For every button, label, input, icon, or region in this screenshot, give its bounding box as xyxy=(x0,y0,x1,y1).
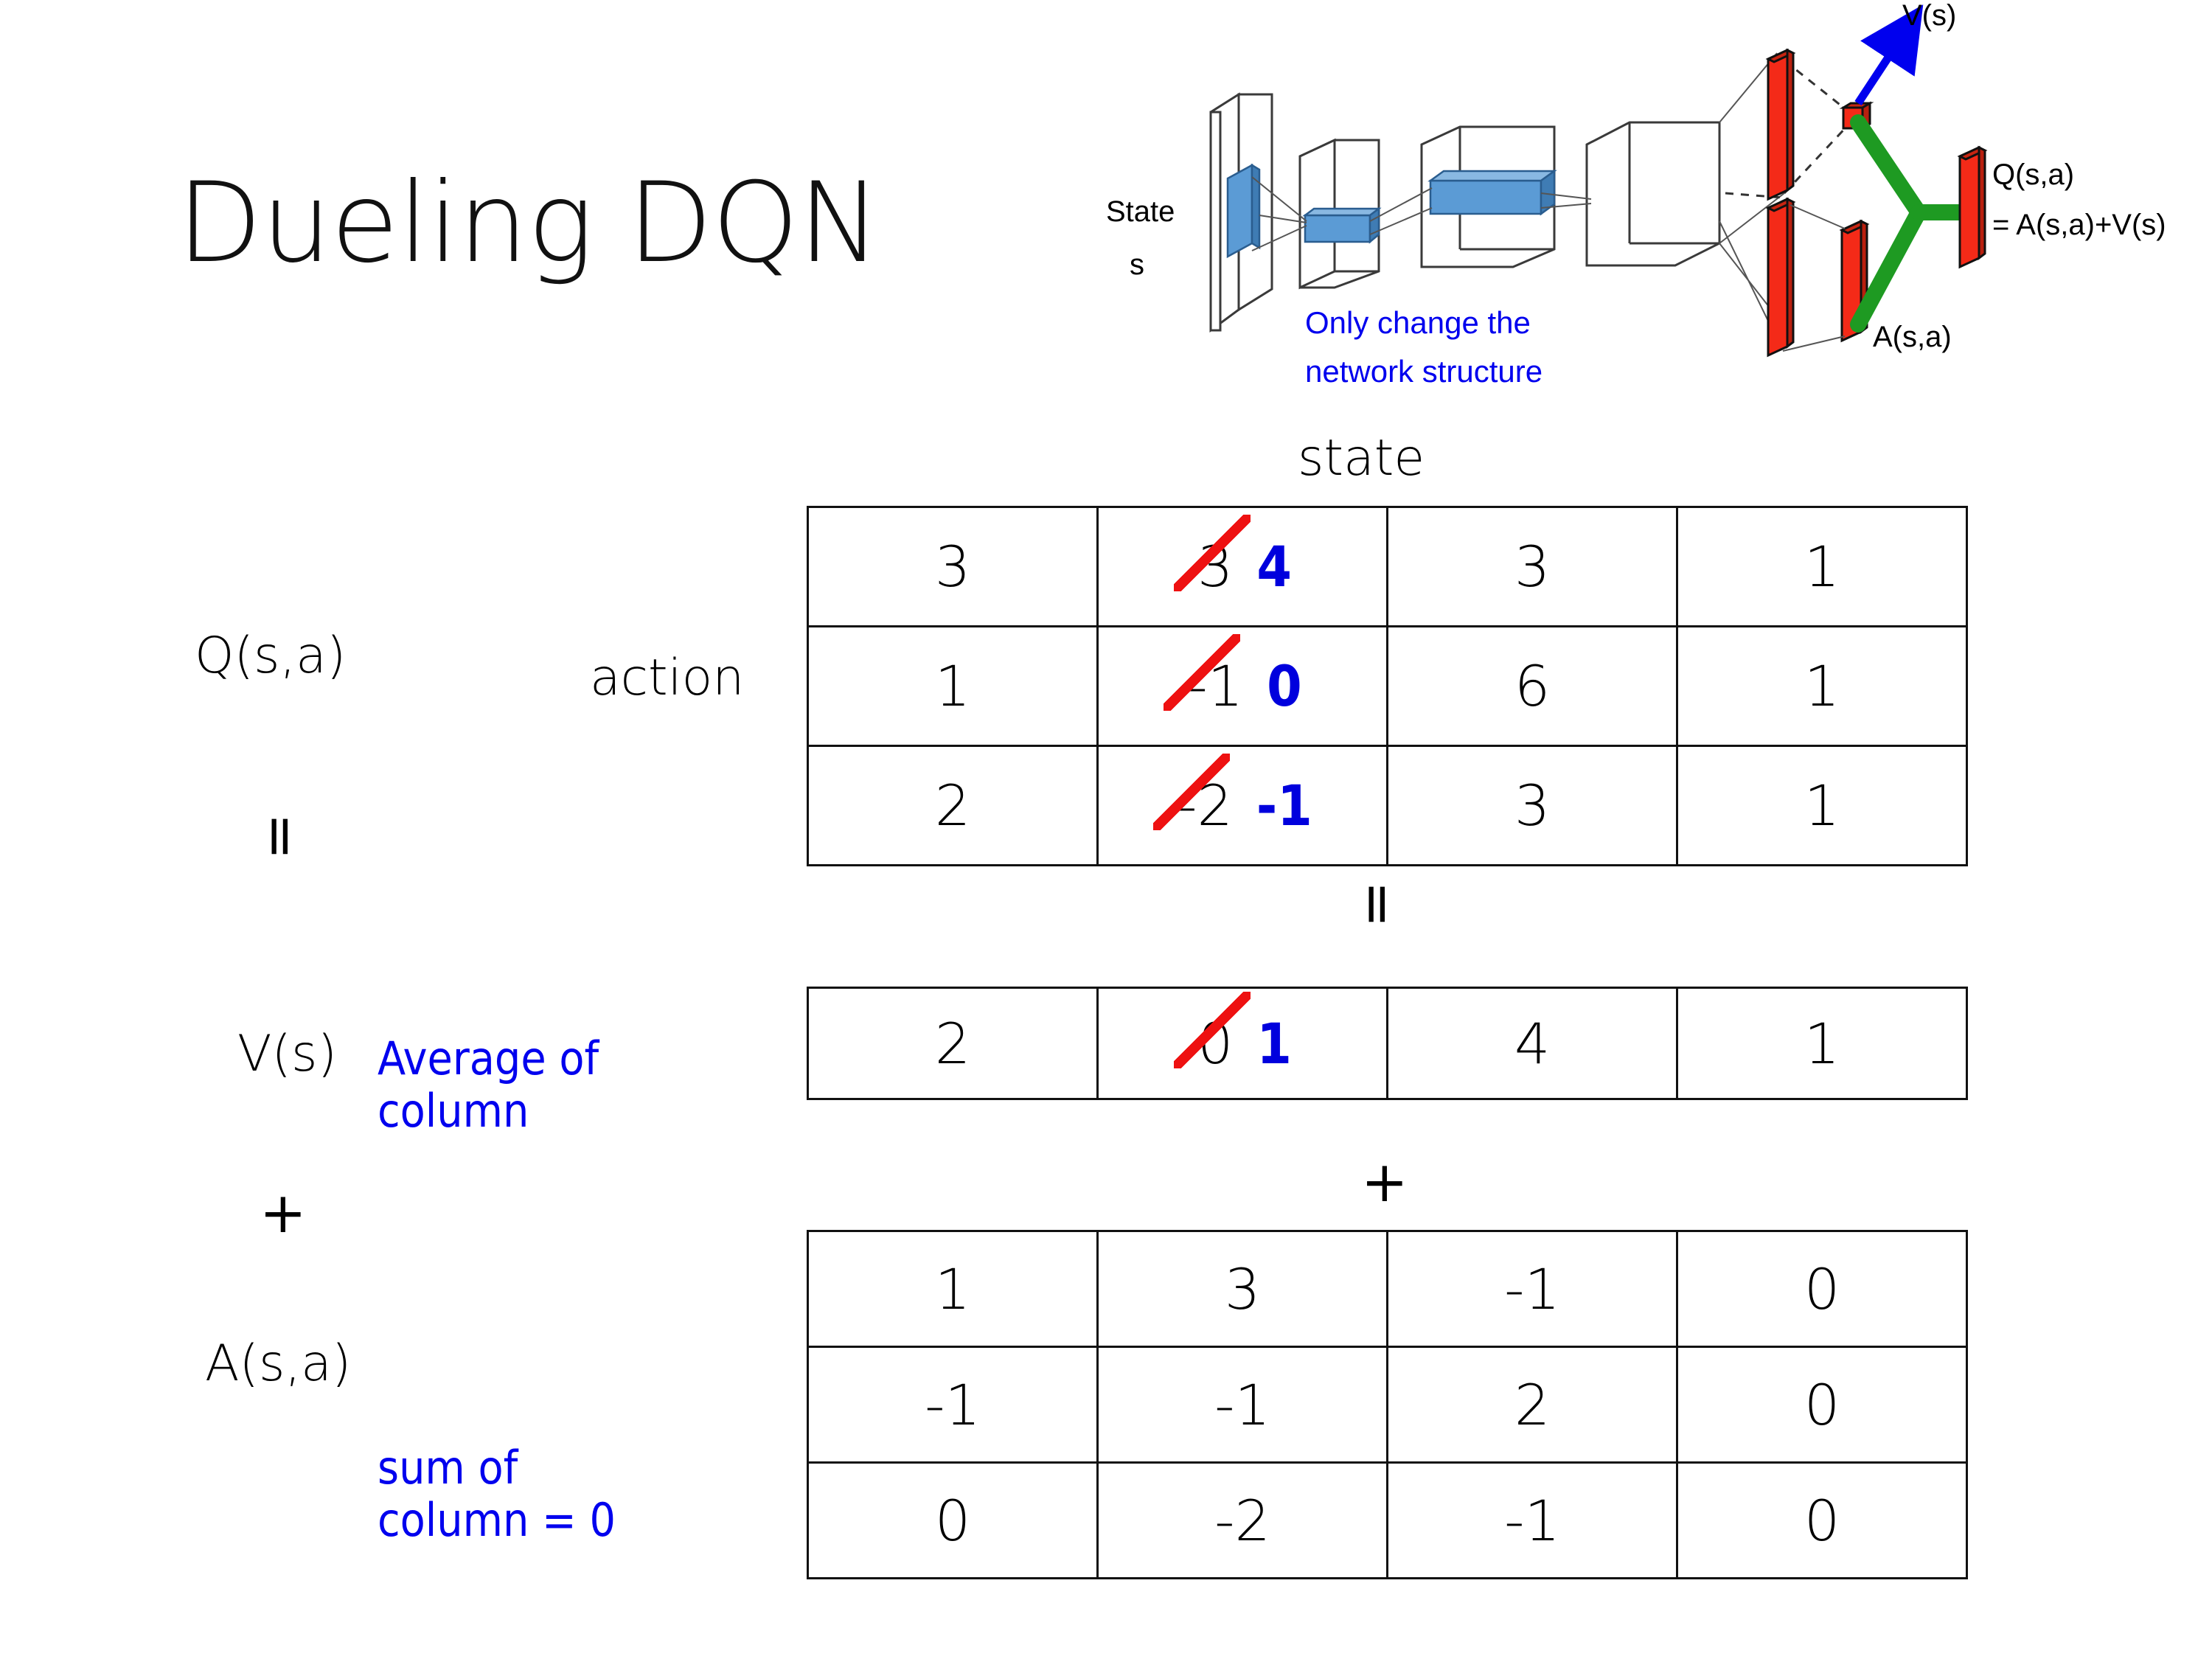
value-output-arrow-icon xyxy=(1854,4,1924,106)
corrected-cell: -1 0 xyxy=(1164,634,1302,719)
q-table-body: 3 3 4 3 1 1 -1 0 6 1 2 xyxy=(807,506,1968,866)
sum-note-line2: column = 0 xyxy=(378,1493,616,1548)
connection-lines xyxy=(1251,176,1592,251)
a-cell-r2c0: 0 xyxy=(807,1461,1099,1579)
input-label-line1: State xyxy=(1106,195,1175,228)
average-note-line1: Average of xyxy=(378,1032,599,1085)
v-table-body: 2 0 1 4 1 xyxy=(807,987,1968,1100)
diagram-note-line1: Only change the xyxy=(1305,305,1531,340)
new-value: 0 xyxy=(1267,653,1302,719)
average-note: Average of column xyxy=(378,1032,599,1138)
a-cell-r0c1: 3 xyxy=(1096,1230,1388,1348)
dueling-network-diagram: V(s) A(s,a) Q(s,a) xyxy=(1091,0,2212,413)
v-cell-c0: 2 xyxy=(807,987,1099,1100)
conv-block-3-icon xyxy=(1585,121,1721,267)
plus-sign-left: + xyxy=(260,1180,307,1245)
a-cell-r0c0: 1 xyxy=(807,1230,1099,1348)
q-cell-r2c0: 2 xyxy=(807,745,1099,866)
a-cell-r0c3: 0 xyxy=(1676,1230,1968,1348)
a-cell-r1c2: 2 xyxy=(1386,1346,1678,1464)
sum-note: sum of column = 0 xyxy=(378,1441,616,1547)
v-function-label: V(s) xyxy=(237,1025,338,1083)
sum-note-line1: sum of xyxy=(378,1441,518,1495)
table-row: 3 3 4 3 1 xyxy=(807,506,1968,627)
a-cell-r2c2: -1 xyxy=(1386,1461,1678,1579)
new-value: -1 xyxy=(1256,773,1312,838)
table-row: 0 -2 -1 0 xyxy=(807,1461,1968,1579)
table-row: 1 3 -1 0 xyxy=(807,1230,1968,1348)
table-row: -1 -1 2 0 xyxy=(807,1346,1968,1464)
old-value: -1 xyxy=(1164,634,1248,719)
v-cell-c1: 0 1 xyxy=(1096,987,1388,1100)
a-cell-r1c0: -1 xyxy=(807,1346,1099,1464)
table-row: 2 0 1 4 1 xyxy=(807,987,1968,1100)
plus-sign-middle: + xyxy=(1361,1149,1408,1214)
corrected-cell: -2 -1 xyxy=(1153,754,1312,838)
equals-sign-middle: = xyxy=(1346,880,1412,928)
conv-filter-2-icon xyxy=(1302,206,1382,244)
q-label-line1: Q(s,a) xyxy=(1992,159,2074,191)
q-cell-r1c1: -1 0 xyxy=(1096,625,1388,747)
advantage-value-table: 1 3 -1 0 -1 -1 2 0 0 -2 -1 0 xyxy=(807,1230,1968,1579)
q-cell-r0c1: 3 4 xyxy=(1096,506,1388,627)
q-cell-r0c3: 1 xyxy=(1676,506,1968,627)
q-cell-r1c3: 1 xyxy=(1676,625,1968,747)
a-cell-r0c2: -1 xyxy=(1386,1230,1678,1348)
table-row: 2 -2 -1 3 1 xyxy=(807,745,1968,866)
input-label-line2: s xyxy=(1130,248,1144,281)
diagram-note-line2: network structure xyxy=(1305,354,1543,389)
conv-filter-3-icon xyxy=(1427,169,1557,216)
a-cell-r1c3: 0 xyxy=(1676,1346,1968,1464)
advantage-connection-lines xyxy=(1782,204,1846,352)
advantage-stream-bar-icon xyxy=(1765,197,1796,358)
new-value: 4 xyxy=(1256,534,1292,599)
old-value: 3 xyxy=(1173,515,1251,599)
action-axis-caption: action xyxy=(590,649,745,707)
a-cell-r2c1: -2 xyxy=(1096,1461,1388,1579)
merge-connector-icon xyxy=(1850,114,1971,333)
q-cell-r0c2: 3 xyxy=(1386,506,1678,627)
old-value: 0 xyxy=(1173,991,1251,1077)
page-title: Dueling DQN xyxy=(177,159,881,288)
q-cell-r0c0: 3 xyxy=(807,506,1099,627)
q-cell-r2c3: 1 xyxy=(1676,745,1968,866)
q-cell-r1c0: 1 xyxy=(807,625,1099,747)
q-label-line2: = A(s,a)+V(s) xyxy=(1992,209,2166,241)
table-row: 1 -1 0 6 1 xyxy=(807,625,1968,747)
corrected-cell: 0 1 xyxy=(1173,991,1292,1077)
new-value: 1 xyxy=(1256,1010,1292,1077)
a-function-label: A(s,a) xyxy=(205,1335,352,1393)
average-note-line2: column xyxy=(378,1084,529,1138)
state-axis-caption: state xyxy=(1298,429,1425,487)
q-cell-r1c2: 6 xyxy=(1386,625,1678,747)
v-value-table: 2 0 1 4 1 xyxy=(807,987,1968,1100)
v-cell-c3: 1 xyxy=(1676,987,1968,1100)
corrected-cell: 3 4 xyxy=(1173,515,1292,599)
v-cell-c2: 4 xyxy=(1386,987,1678,1100)
equals-sign-top: = xyxy=(248,813,315,860)
a-table-body: 1 3 -1 0 -1 -1 2 0 0 -2 -1 0 xyxy=(807,1230,1968,1579)
advantage-label: A(s,a) xyxy=(1873,321,1952,353)
a-cell-r1c1: -1 xyxy=(1096,1346,1388,1464)
q-output-bar-icon xyxy=(1957,145,1988,269)
a-cell-r2c3: 0 xyxy=(1676,1461,1968,1579)
q-cell-r2c2: 3 xyxy=(1386,745,1678,866)
q-cell-r2c1: -2 -1 xyxy=(1096,745,1388,866)
old-value: -2 xyxy=(1153,754,1237,838)
q-value-table: 3 3 4 3 1 1 -1 0 6 1 2 xyxy=(807,506,1968,866)
value-stream-bar-icon xyxy=(1765,48,1796,201)
value-label: V(s) xyxy=(1902,0,1956,32)
q-function-label: Q(s,a) xyxy=(195,627,347,685)
